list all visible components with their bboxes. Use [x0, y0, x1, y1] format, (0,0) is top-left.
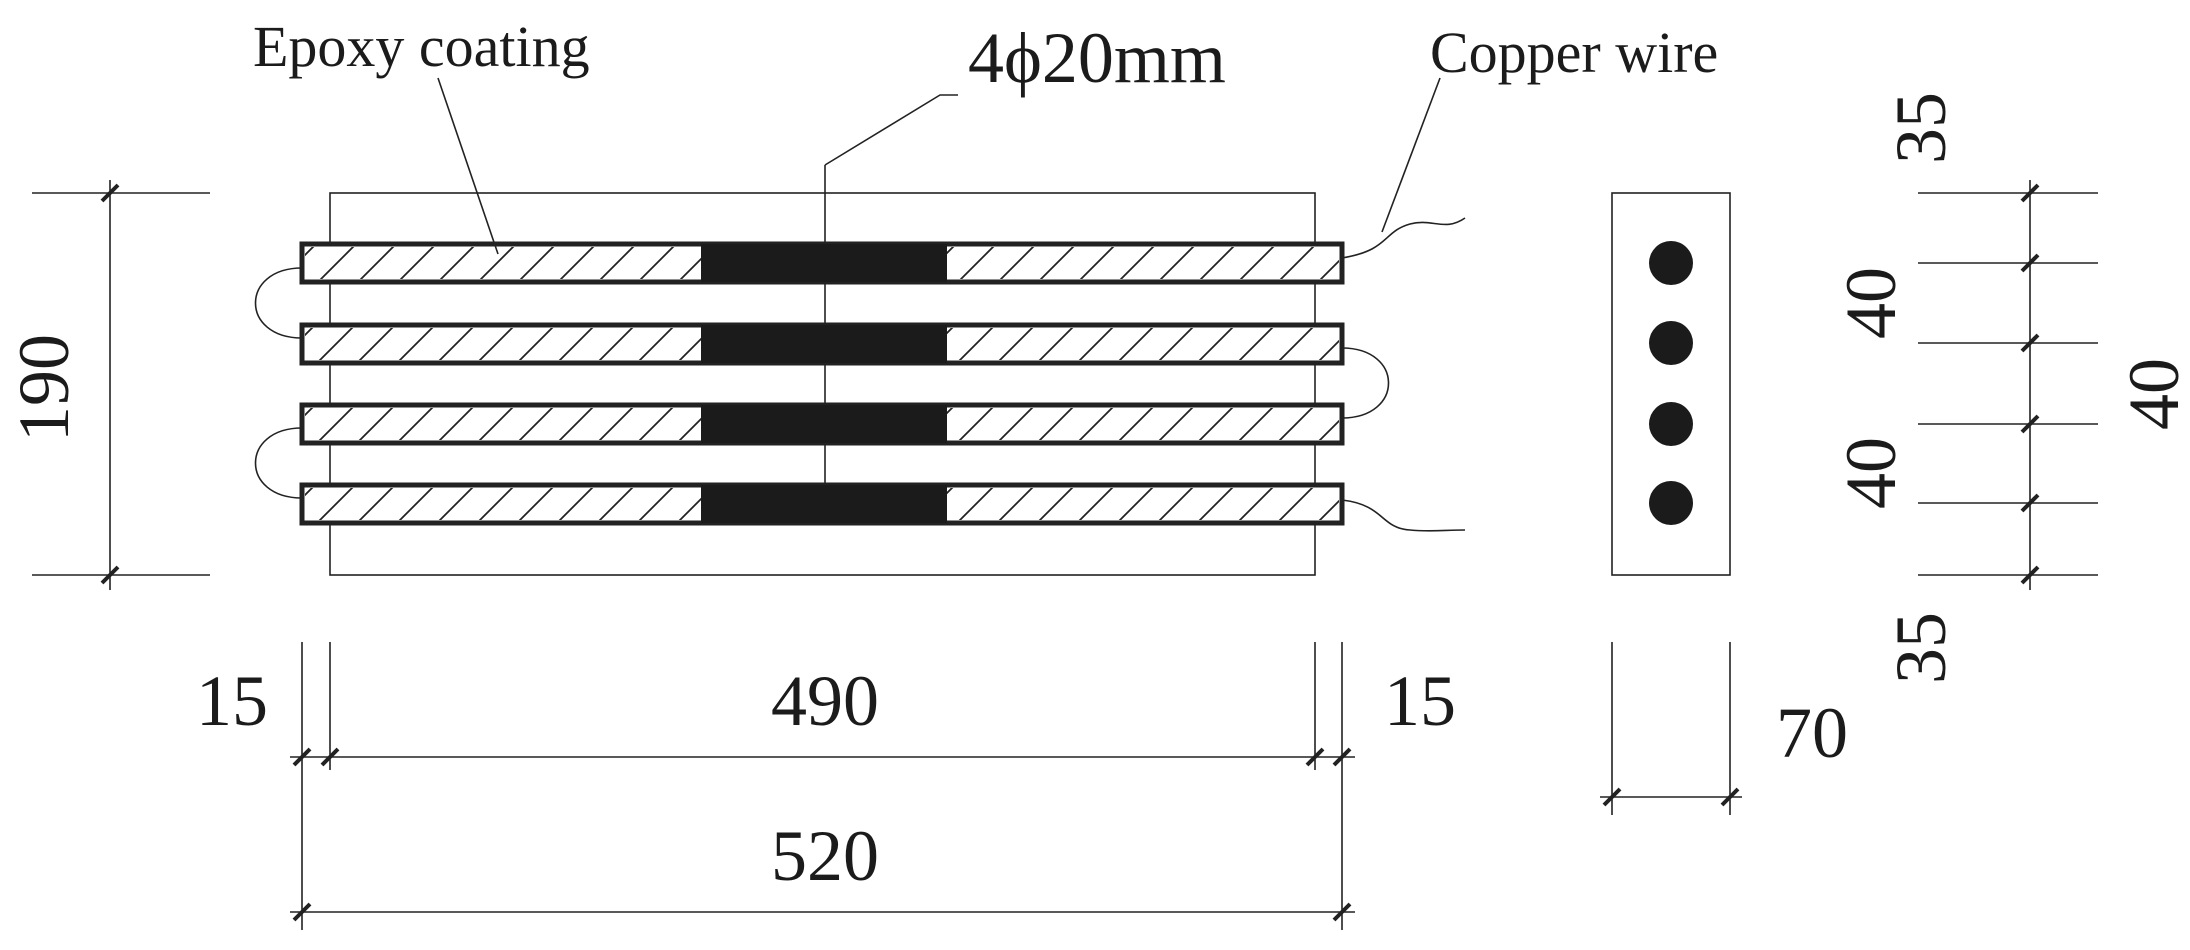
bars-leader [824, 94, 958, 166]
rebar-4 [299, 482, 1345, 526]
epoxy-coating-left [305, 488, 701, 520]
uncoated-section [701, 244, 947, 282]
dim-width: 70 [1600, 642, 1848, 815]
epoxy-coating-left [305, 408, 701, 440]
epoxy-coating-left [305, 247, 701, 279]
rebar-1 [299, 241, 1345, 285]
epoxy-coating-right [947, 408, 1339, 440]
dim-height-value: 190 [4, 334, 84, 442]
copper-wire [254, 217, 1466, 532]
rebar-section-2 [1649, 321, 1693, 365]
dim-spacing-a: 40 [1831, 267, 1911, 339]
label-copper-wire: Copper wire [1430, 20, 1718, 85]
uncoated-section [701, 485, 947, 523]
epoxy-coating-right [947, 488, 1339, 520]
elevation-view: Epoxy coating 4ϕ20mm Copper wire 190 [4, 14, 1718, 930]
epoxy-coating-right [947, 328, 1339, 360]
label-rebar-size: 4ϕ20mm [968, 18, 1226, 98]
dim-cover-top: 35 [1881, 92, 1961, 164]
rebar-2 [299, 322, 1345, 366]
dim-width-value: 70 [1776, 693, 1848, 773]
dim-length: 15 490 15 520 [196, 642, 1456, 930]
uncoated-section [701, 325, 947, 363]
dim-total-length: 520 [771, 816, 879, 896]
rebar-3 [299, 402, 1345, 446]
dim-end-left: 15 [196, 661, 268, 741]
dim-spacing-b: 40 [2114, 358, 2190, 430]
dim-coated-length: 490 [771, 661, 879, 741]
cross-section-view: 70 35 40 40 40 35 [1600, 92, 2190, 815]
rebar-section-1 [1649, 241, 1693, 285]
copper-leader [1381, 77, 1441, 233]
rebar-section-4 [1649, 481, 1693, 525]
epoxy-coating-left [305, 328, 701, 360]
rebar-section-3 [1649, 402, 1693, 446]
epoxy-coating-right [947, 247, 1339, 279]
epoxy-leader [437, 77, 499, 255]
concrete-outline [329, 192, 1316, 576]
dim-end-right: 15 [1384, 661, 1456, 741]
dim-spacing: 35 40 40 40 35 [1831, 92, 2190, 684]
dim-cover-bottom: 35 [1881, 612, 1961, 684]
label-epoxy-coating: Epoxy coating [253, 14, 590, 79]
dim-spacing-c: 40 [1831, 437, 1911, 509]
uncoated-section [701, 405, 947, 443]
section-outline [1611, 192, 1731, 576]
dim-height: 190 [4, 180, 210, 590]
